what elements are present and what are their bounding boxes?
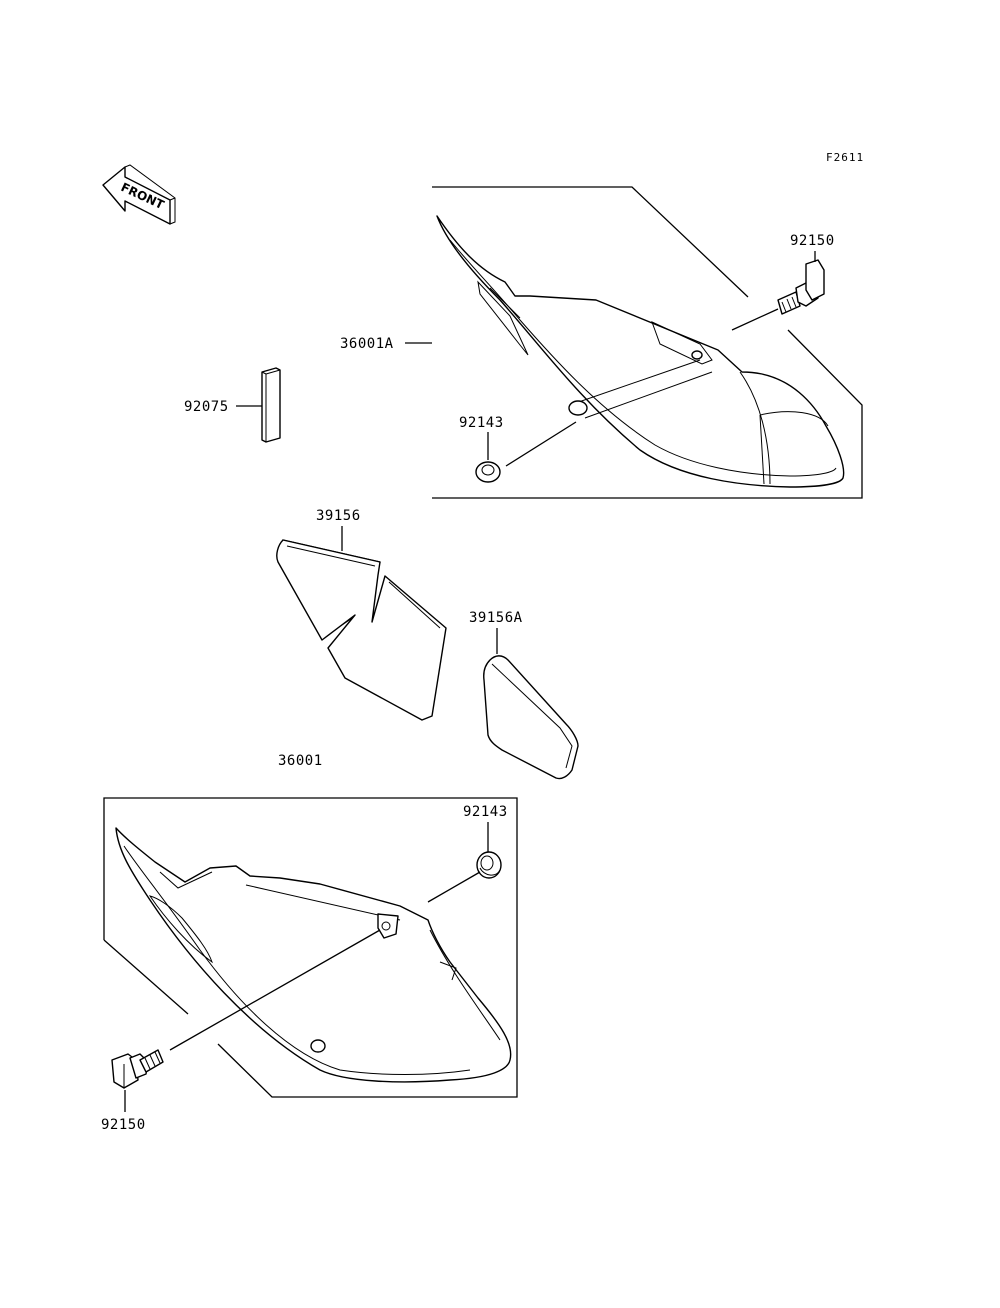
bolt-92150-bottom xyxy=(111,1049,164,1089)
label-36001A: 36001A xyxy=(340,336,394,352)
leader-92150-top xyxy=(731,308,779,331)
side-cover-36001A xyxy=(436,215,845,488)
assembly-frame-lower xyxy=(103,797,518,1098)
label-36001: 36001 xyxy=(278,753,323,769)
leader-92150-bottom-assy xyxy=(169,929,381,1051)
front-arrow-icon: FRONT xyxy=(102,164,176,225)
decal-39156A xyxy=(483,655,579,780)
label-39156A: 39156A xyxy=(469,610,523,626)
label-92143-bottom: 92143 xyxy=(463,804,508,820)
label-92143-top: 92143 xyxy=(459,415,504,431)
label-92075: 92075 xyxy=(184,399,229,415)
decal-39156 xyxy=(276,539,447,721)
leader-92143-bottom-assy xyxy=(427,871,481,903)
side-cover-36001 xyxy=(115,827,512,1083)
label-92150-bottom: 92150 xyxy=(101,1117,146,1133)
bolt-92150-top xyxy=(777,259,825,315)
assembly-frame-upper xyxy=(432,186,863,499)
leader-92143-top-assy xyxy=(505,421,577,467)
grommet-92143-top xyxy=(475,461,501,483)
pad-92075 xyxy=(261,367,281,443)
label-39156: 39156 xyxy=(316,508,361,524)
label-92150-top: 92150 xyxy=(790,233,835,249)
grommet-92143-bottom xyxy=(476,851,502,879)
figure-code: F2611 xyxy=(826,151,864,164)
